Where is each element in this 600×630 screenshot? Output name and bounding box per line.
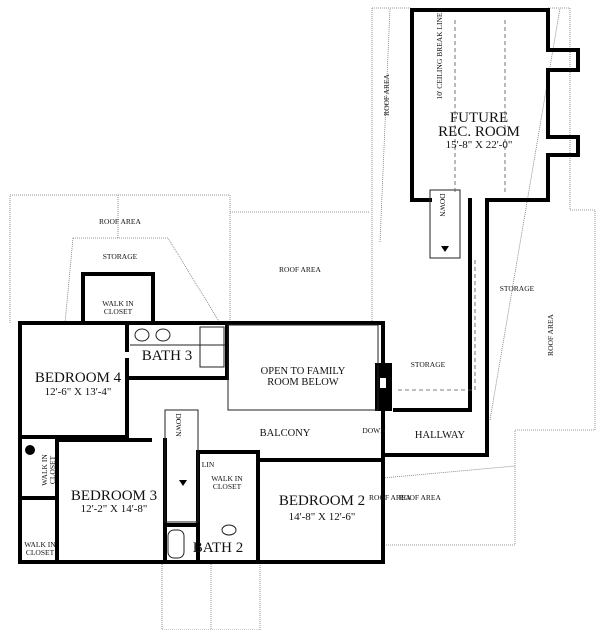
stair-down-label: DOWN [438,193,447,217]
bath3-label: BATH 3 [142,348,192,364]
storage-label: STORAGE [103,252,138,261]
roof-area-label: ROOF AREA [99,217,141,226]
closet-label-2: CLOSET [26,548,55,557]
stair-down-label: DOWN [362,426,386,435]
closet-label-2: CLOSET [213,482,242,491]
closet-label-2: CLOSET [48,455,57,484]
stairs [164,189,461,523]
roof-area-label: ROOF AREA [399,493,441,502]
closet-label: WALK IN [102,299,134,308]
rec-room-size: 15'-8" X 22'-0" [446,139,513,151]
linen-label: LIN [202,460,215,469]
closet-label: WALK IN [40,454,49,486]
closet-label: WALK IN [211,474,243,483]
walls [18,8,580,564]
stair-down-label: DOWN [174,413,183,437]
rec-room-label: FUTURE [450,110,508,126]
bath2-label: BATH 2 [193,540,243,556]
storage-label: STORAGE [411,360,446,369]
roof-area-label: ROOF AREA [546,313,555,355]
bedroom2-size: 14'-8" X 12'-6" [289,511,356,523]
bedroom4-size: 12'-6" X 13'-4" [45,386,112,398]
closet-label: WALK IN [24,540,56,549]
open-to-family-label: OPEN TO FAMILY [261,366,346,377]
roof-outlines [9,7,596,630]
bedroom3-size: 12'-2" X 14'-8" [81,503,148,515]
closet-label-2: CLOSET [104,307,133,316]
storage-label: STORAGE [500,284,535,293]
bedroom4-label: BEDROOM 4 [35,370,122,386]
roof-area-label: ROOF AREA [369,493,411,502]
roof-area-label: ROOF AREA [279,265,321,274]
hallway-label: HALLWAY [415,430,466,441]
ceiling-break-label: 10' CEILING BREAK LINE [435,12,444,99]
roof-area-label: ROOF AREA [382,73,391,115]
balcony-label: BALCONY [260,428,311,439]
bedroom3-label: BEDROOM 3 [71,488,157,504]
rec-room-label-2: REC. ROOM [438,124,520,140]
open-to-family-label-2: ROOM BELOW [267,377,339,388]
bedroom2-label: BEDROOM 2 [279,493,365,509]
